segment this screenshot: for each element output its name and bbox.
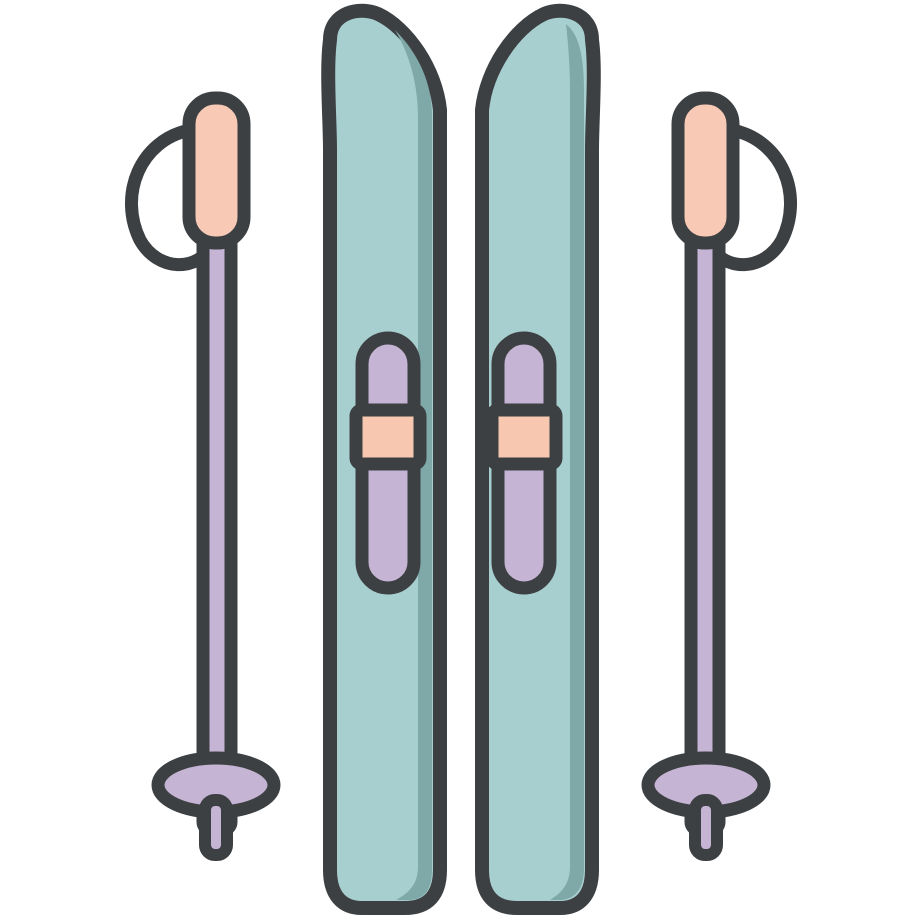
right-pole-tip xyxy=(689,794,723,861)
right-pole-shaft xyxy=(684,223,726,837)
right-ski-pole-icon xyxy=(641,91,797,861)
left-pole-grip xyxy=(182,91,251,250)
right-ski-shade xyxy=(550,24,584,900)
right-pole-strap xyxy=(703,123,797,272)
left-ski-pole-icon xyxy=(125,91,281,861)
left-pole-strap xyxy=(125,123,219,272)
right-ski-icon xyxy=(475,3,601,915)
right-pole-grip xyxy=(671,91,740,250)
left-pole-tip xyxy=(199,794,233,861)
left-ski-shade xyxy=(395,30,432,900)
left-ski-icon xyxy=(321,3,447,915)
left-binding-strap xyxy=(349,403,427,471)
left-pole-shaft xyxy=(196,223,238,837)
right-binding-strap xyxy=(485,403,563,471)
